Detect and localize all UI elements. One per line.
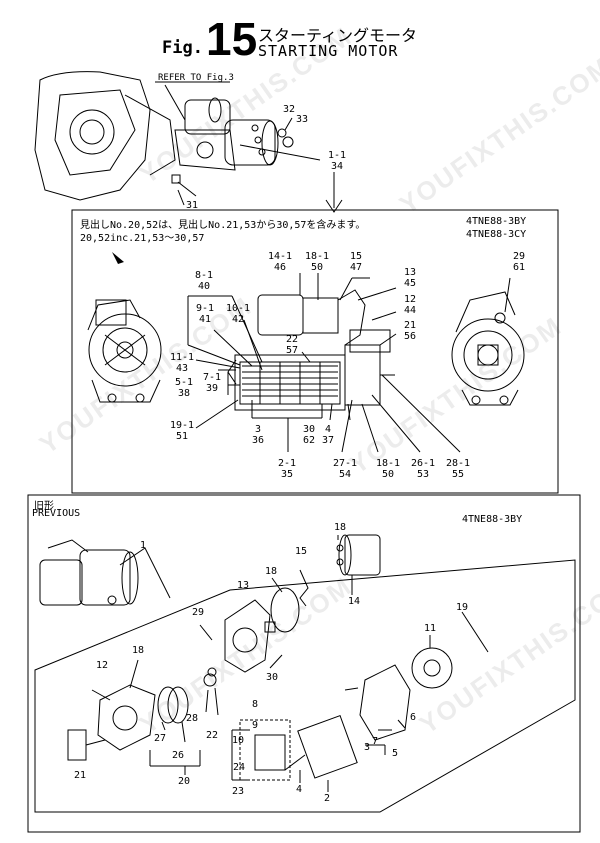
part-label: 4 37 (322, 424, 335, 446)
part-label: 8-1 40 (195, 270, 214, 292)
part-label: 18 (334, 522, 347, 533)
part-label: 10 (232, 735, 245, 746)
part-label: 5-1 38 (175, 377, 194, 399)
part-label: 2-1 35 (278, 458, 297, 480)
part-label: 9-1 41 (196, 303, 215, 325)
part-label: 11 (424, 623, 437, 634)
part-label: 19-1 51 (170, 420, 195, 442)
applicability-note-en: 20,52inc.21,53～30,57 (80, 233, 205, 244)
part-label: 22 57 (286, 334, 299, 356)
fig-number: 15 (206, 13, 258, 65)
part-label: 6 (410, 712, 417, 723)
part-label: 29 61 (513, 251, 526, 273)
part-label: 14-1 46 (268, 251, 293, 273)
part-label: 14 (348, 596, 361, 607)
part-label: 5 (392, 748, 399, 759)
part-label: 13 (237, 580, 250, 591)
part-label: 7-1 39 (203, 372, 222, 394)
part-label: 23 (232, 786, 245, 797)
part-label: 20 (178, 776, 191, 787)
model-code: 4TNE88-3BY (466, 216, 527, 227)
part-label: 15 (295, 546, 308, 557)
part-label: 18-1 50 (305, 251, 330, 273)
part-label: 33 (296, 114, 309, 125)
part-label: 34 (331, 161, 344, 172)
part-label: 26-1 53 (411, 458, 436, 480)
part-label: 12 44 (404, 294, 417, 316)
part-label: 19 (456, 602, 469, 613)
part-label: 32 (283, 104, 296, 115)
model-code: 4TNE88-3CY (466, 229, 527, 240)
part-label: 27 (154, 733, 167, 744)
part-label: 18 (132, 645, 145, 656)
part-label: 21 (74, 770, 87, 781)
title-japanese: スターティングモータ (258, 26, 418, 45)
part-label: 18-1 50 (376, 458, 401, 480)
part-label: 28 (186, 713, 199, 724)
part-label: 11-1 43 (170, 352, 195, 374)
part-label: 3 (364, 742, 371, 753)
part-label: 15 47 (350, 251, 363, 273)
part-label: 30 (266, 672, 279, 683)
previous-label-en: PREVIOUS (32, 508, 81, 519)
part-label: 9 (252, 720, 259, 731)
part-label: 26 (172, 750, 185, 761)
part-label: 3 36 (252, 424, 265, 446)
part-label: 4 (296, 784, 303, 795)
title-english: STARTING MOTOR (258, 42, 399, 60)
refer-note: REFER TO Fig.3 (158, 73, 234, 83)
part-label: 2 (324, 793, 331, 804)
part-label: 1 (140, 540, 147, 551)
part-label: 28-1 55 (446, 458, 471, 480)
part-label: 7 (372, 736, 379, 747)
part-label: 22 (206, 730, 219, 741)
part-label: 18 (265, 566, 278, 577)
part-label: 21 56 (404, 320, 417, 342)
applicability-note-jp: 見出しNo.20,52は、見出しNo.21,53から30,57を含みます。 (80, 220, 366, 231)
part-label: 24 (233, 762, 246, 773)
part-label: 29 (192, 607, 205, 618)
part-label: 31 (186, 200, 199, 211)
part-label: 27-1 54 (333, 458, 358, 480)
fig-prefix: Fig. (162, 38, 203, 58)
part-label: 12 (96, 660, 109, 671)
part-label: 10-1 42 (226, 303, 251, 325)
part-label: 13 45 (404, 267, 417, 289)
model-code: 4TNE88-3BY (462, 514, 523, 525)
part-label: 30 62 (303, 424, 316, 446)
part-label: 8 (252, 699, 259, 710)
part-label: 1-1 (328, 150, 347, 161)
previous-label-jp: 旧形 (34, 501, 54, 512)
